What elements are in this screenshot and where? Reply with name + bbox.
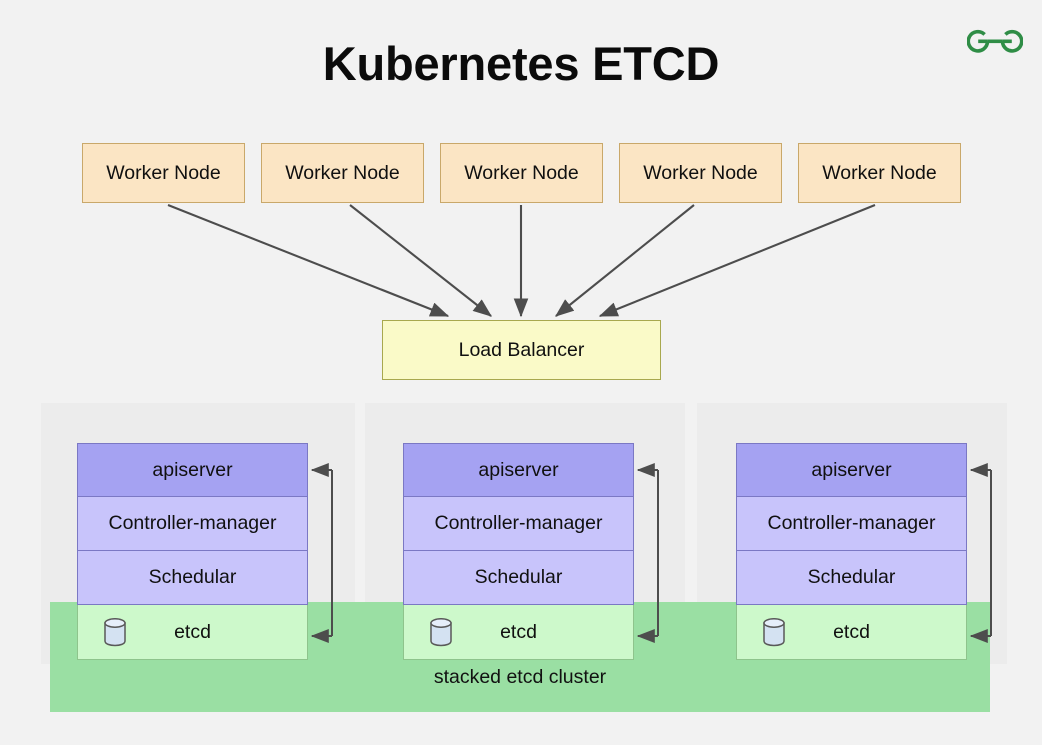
- worker-node-label: Worker Node: [822, 161, 937, 184]
- database-cylinder-icon: [102, 616, 128, 648]
- scheduler-label: Schedular: [474, 566, 563, 588]
- apiserver-box[interactable]: apiserver: [403, 443, 634, 497]
- controller-manager-box[interactable]: Controller-manager: [403, 497, 634, 551]
- worker-node-1[interactable]: Worker Node: [82, 143, 245, 203]
- arrow-worker5-to-lb: [598, 204, 876, 317]
- arrow-worker2-to-lb: [349, 204, 492, 317]
- worker-node-4[interactable]: Worker Node: [619, 143, 782, 203]
- arrow-worker1-to-lb: [167, 204, 450, 317]
- worker-node-row: Worker Node Worker Node Worker Node Work…: [0, 143, 1042, 205]
- apiserver-box[interactable]: apiserver: [77, 443, 308, 497]
- scheduler-box[interactable]: Schedular: [77, 551, 308, 605]
- apiserver-etcd-connector-1: [310, 463, 333, 643]
- controller-manager-box[interactable]: Controller-manager: [736, 497, 967, 551]
- geeksforgeeks-logo: [966, 22, 1024, 60]
- etcd-label: etcd: [500, 620, 537, 643]
- worker-node-label: Worker Node: [464, 161, 579, 184]
- controller-manager-box[interactable]: Controller-manager: [77, 497, 308, 551]
- worker-node-5[interactable]: Worker Node: [798, 143, 961, 203]
- arrow-worker4-to-lb: [555, 204, 695, 317]
- database-cylinder-icon: [761, 616, 787, 648]
- control-plane-stack-2: apiserver Controller-manager Schedular e…: [403, 443, 634, 660]
- scheduler-label: Schedular: [148, 566, 237, 588]
- apiserver-box[interactable]: apiserver: [736, 443, 967, 497]
- apiserver-label: apiserver: [152, 458, 233, 481]
- etcd-box[interactable]: etcd: [403, 605, 634, 660]
- etcd-box[interactable]: etcd: [77, 605, 308, 660]
- controller-manager-label: Controller-manager: [108, 512, 277, 534]
- controller-manager-label: Controller-manager: [767, 512, 936, 534]
- controller-manager-label: Controller-manager: [434, 512, 603, 534]
- worker-node-label: Worker Node: [643, 161, 758, 184]
- control-plane-stack-1: apiserver Controller-manager Schedular e…: [77, 443, 308, 660]
- apiserver-etcd-connector-2: [636, 463, 659, 643]
- scheduler-label: Schedular: [807, 566, 896, 588]
- etcd-label: etcd: [174, 620, 211, 643]
- etcd-box[interactable]: etcd: [736, 605, 967, 660]
- worker-node-3[interactable]: Worker Node: [440, 143, 603, 203]
- worker-node-2[interactable]: Worker Node: [261, 143, 424, 203]
- load-balancer-box[interactable]: Load Balancer: [382, 320, 661, 380]
- worker-node-label: Worker Node: [285, 161, 400, 184]
- scheduler-box[interactable]: Schedular: [403, 551, 634, 605]
- worker-node-label: Worker Node: [106, 161, 221, 184]
- etcd-label: etcd: [833, 620, 870, 643]
- apiserver-label: apiserver: [478, 458, 559, 481]
- page-title: Kubernetes ETCD: [322, 37, 720, 90]
- stacked-etcd-cluster-label: stacked etcd cluster: [433, 666, 607, 688]
- control-plane-stack-3: apiserver Controller-manager Schedular e…: [736, 443, 967, 660]
- load-balancer-label: Load Balancer: [458, 338, 585, 361]
- apiserver-label: apiserver: [811, 458, 892, 481]
- database-cylinder-icon: [428, 616, 454, 648]
- apiserver-etcd-connector-3: [969, 463, 992, 643]
- scheduler-box[interactable]: Schedular: [736, 551, 967, 605]
